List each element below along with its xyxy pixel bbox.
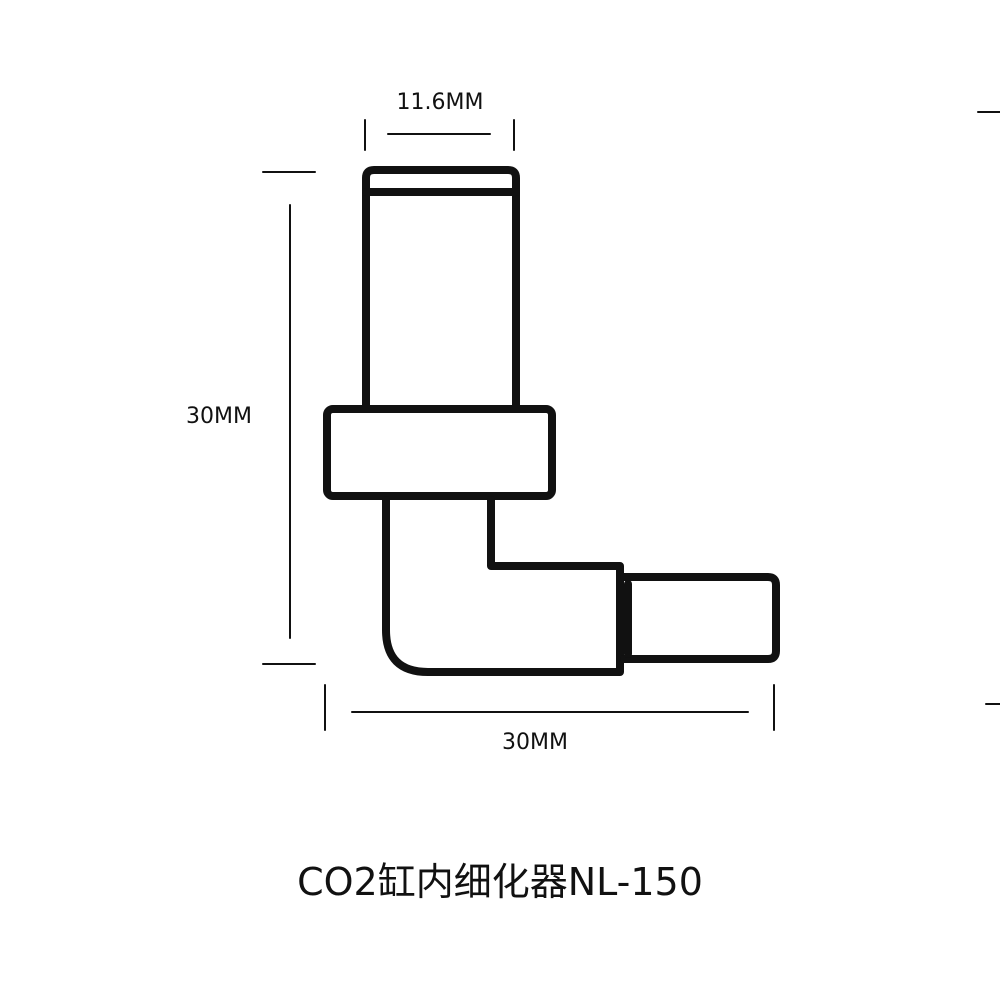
collar: [323, 405, 556, 500]
product-caption: CO2缸内细化器NL-150: [297, 860, 703, 904]
elbow-body: [382, 496, 624, 676]
fitting-outline: [323, 166, 780, 676]
top-dimension: [364, 119, 515, 151]
right-edge-marks: [977, 111, 1000, 705]
left-dimension: [262, 171, 316, 665]
bottom-dimension: [324, 684, 775, 731]
height-label: 30MM: [186, 404, 252, 429]
side-tube: [620, 573, 780, 663]
top-tube: [362, 166, 520, 409]
top-width-label: 11.6MM: [396, 90, 484, 115]
bottom-width-label: 30MM: [502, 730, 568, 755]
